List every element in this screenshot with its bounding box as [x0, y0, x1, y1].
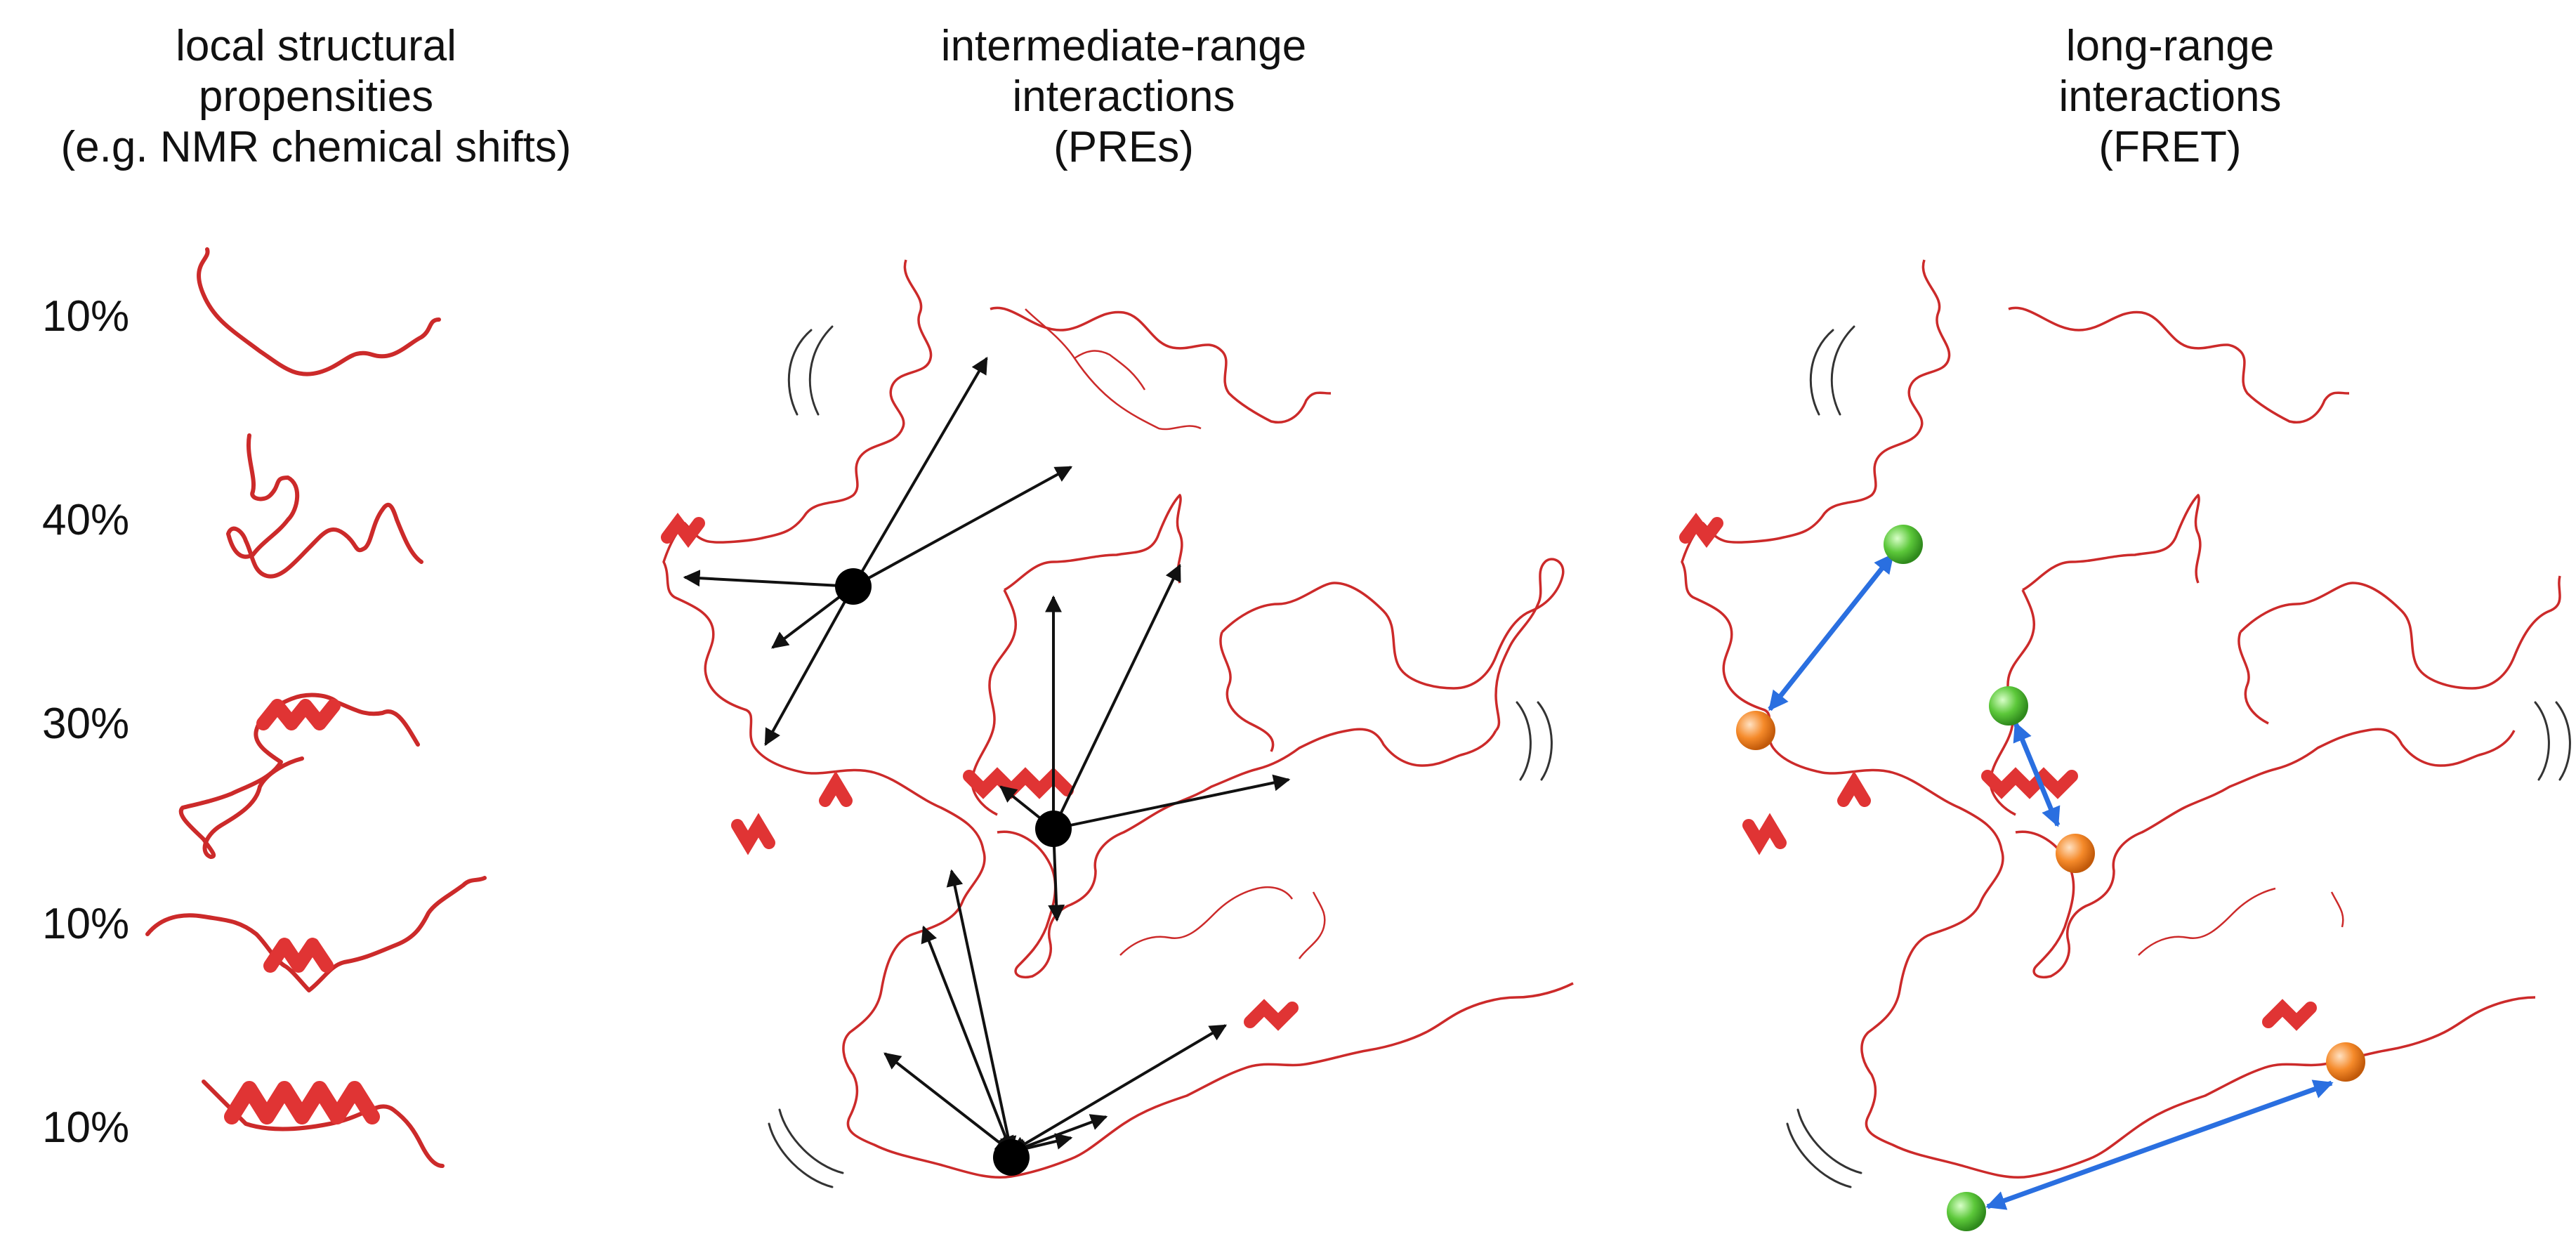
conformer-5-helix — [224, 1081, 380, 1124]
spin-label-1 — [835, 568, 872, 605]
fret-arrow — [2013, 721, 2061, 827]
conformer-4-helix — [263, 938, 334, 973]
fret-arrow — [1985, 1080, 2334, 1210]
local-conformers — [145, 247, 487, 1168]
pre-arrow — [1009, 1024, 1228, 1153]
pre-sidelines — [768, 325, 1553, 1188]
pre-arrows — [683, 356, 1291, 1157]
fret-acceptor-dye — [1736, 711, 1775, 750]
conformer-1 — [197, 247, 441, 376]
pre-chain-1 — [662, 259, 1574, 1179]
fret-arrow — [1768, 553, 1895, 711]
ensemble-percentage-4: 10% — [42, 900, 130, 948]
spin-label-2 — [1035, 811, 1072, 847]
spin-label-3 — [993, 1139, 1030, 1176]
pre-spin-labels — [835, 568, 1072, 1176]
pre-ensemble — [661, 259, 1574, 1188]
pre-arrow — [683, 570, 855, 594]
conformer-4 — [145, 876, 487, 992]
pre-arrow — [1051, 774, 1291, 834]
conformer-3-helix — [256, 699, 341, 730]
fret-dyes — [1736, 525, 2365, 1231]
fret-acceptor-dye — [2326, 1042, 2365, 1082]
fret-donor-dye — [1884, 525, 1923, 564]
ensemble-percentage-3: 30% — [42, 700, 130, 748]
fret-ensemble — [1679, 259, 2571, 1231]
ensemble-percentage-5: 10% — [42, 1103, 130, 1152]
pre-arrow — [1052, 563, 1181, 831]
fret-donor-dye — [1989, 686, 2028, 726]
pre-helices — [661, 513, 1299, 1031]
pre-arrow — [946, 869, 1017, 1154]
fret-acceptor-dye — [2056, 834, 2095, 873]
panel-title-intermediate: intermediate-range interactions (PREs) — [940, 22, 1307, 171]
pre-arrow — [883, 1052, 1013, 1153]
pre-arrow — [851, 466, 1073, 588]
conformer-5 — [202, 1080, 445, 1168]
ensemble-percentage-1: 10% — [42, 292, 130, 341]
conformer-2 — [226, 433, 423, 579]
pre-arrow — [852, 356, 988, 589]
pre-arrow — [764, 584, 855, 747]
fret-sidelines — [1786, 325, 2571, 1188]
panel-title-long: long-range interactions (FRET) — [2058, 22, 2282, 171]
fret-donor-dye — [1947, 1192, 1986, 1231]
fret-helices — [1679, 513, 2317, 1031]
ensemble-percentage-2: 40% — [42, 496, 130, 544]
panel-title-local: local structural propensities (e.g. NMR … — [60, 22, 572, 171]
fret-arrows — [1768, 553, 2334, 1210]
